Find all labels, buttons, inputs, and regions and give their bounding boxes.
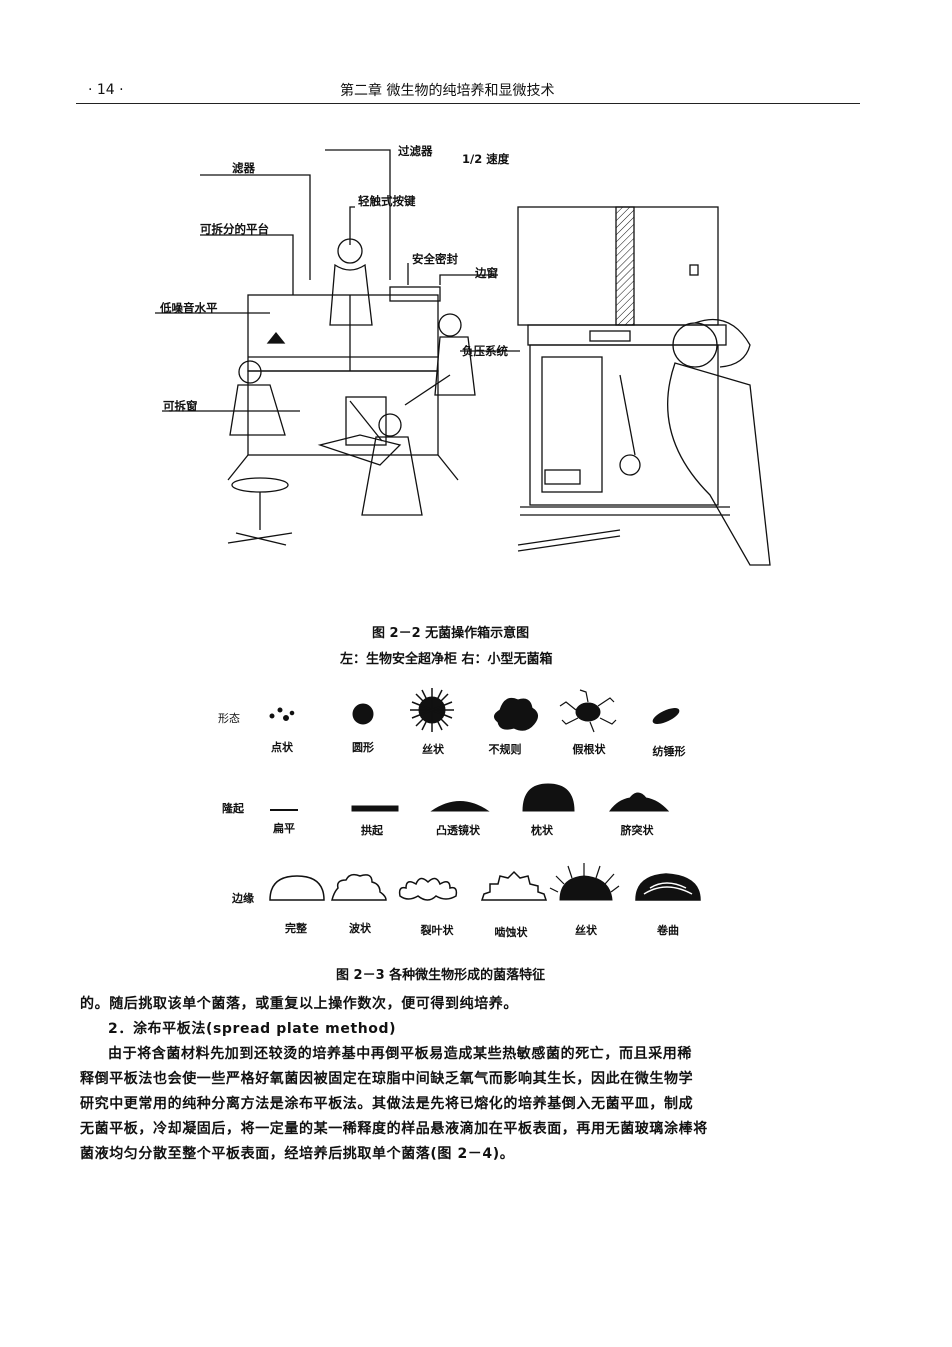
margin-lobate-icon	[398, 877, 458, 901]
row-label-form: 形态	[218, 712, 240, 725]
label-touch-button: 轻触式按键	[358, 194, 416, 208]
label-negative-pressure: 负压系统	[462, 344, 508, 358]
margin-label: 丝状	[575, 924, 597, 937]
paragraph-line: 菌液均匀分散至整个平板表面，经培养后挑取单个菌落(图 2－4)。	[80, 1146, 515, 1162]
paragraph-line: 释倒平板法也会使一些严格好氧菌因被固定在琼脂中间缺乏氧气而影响其生长，因此在微生…	[80, 1071, 694, 1087]
label-low-noise: 低噪音水平	[160, 301, 218, 315]
margin-curled-icon	[635, 873, 701, 901]
elevation-raised-icon	[351, 805, 399, 812]
chapter-title: 第二章 微生物的纯培养和显微技术	[340, 83, 555, 99]
body-line: 的。随后挑取该单个菌落，或重复以上操作数次，便可得到纯培养。	[80, 996, 518, 1012]
colony-punctiform-icon	[269, 707, 295, 721]
label-detachable-platform: 可拆分的平台	[200, 222, 269, 236]
page-number: · 14 ·	[88, 82, 124, 98]
form-label: 丝状	[422, 743, 444, 756]
figure-2-2-caption: 图 2－2 无菌操作箱示意图	[372, 626, 530, 641]
margin-label: 裂叶状	[420, 924, 454, 937]
colony-rhizoid-icon	[559, 689, 617, 733]
label-half-speed: 1/2 速度	[462, 152, 510, 166]
elevation-pulvinate-icon	[522, 783, 575, 812]
elevation-convex-icon	[430, 801, 490, 812]
margin-undulate-icon	[331, 873, 387, 901]
elevation-label: 拱起	[361, 824, 383, 837]
section-heading: 2．涂布平板法(spread plate method)	[108, 1021, 397, 1037]
margin-label: 波状	[349, 922, 371, 935]
figure-2-3-drawing	[269, 688, 701, 901]
elevation-label: 凸透镜状	[436, 824, 480, 837]
colony-circular-icon	[352, 703, 374, 725]
form-label: 点状	[271, 741, 293, 754]
margin-label: 啮蚀状	[494, 926, 528, 939]
paragraph-line: 研究中更常用的纯种分离方法是涂布平板法。其做法是先将已熔化的培养基倒入无菌平皿，…	[80, 1096, 694, 1112]
paragraph-line: 无菌平板，冷却凝固后，将一定量的某一稀释度的样品悬液滴加在平板表面，再用无菌玻璃…	[80, 1121, 708, 1137]
header-rule	[76, 103, 860, 104]
label-safety-seal: 安全密封	[412, 252, 458, 266]
elevation-label: 扁平	[273, 822, 295, 835]
margin-erose-icon	[480, 870, 548, 901]
form-label: 圆形	[352, 741, 374, 754]
margin-filiform-icon	[549, 863, 620, 901]
row-label-margin: 边缘	[232, 892, 254, 905]
margin-entire-icon	[269, 875, 325, 901]
form-label: 假根状	[572, 743, 606, 756]
label-side-window: 边窗	[475, 266, 498, 280]
body-text: 的。随后挑取该单个菌落，或重复以上操作数次，便可得到纯培养。 2．涂布平板法(s…	[80, 992, 870, 1167]
label-filter-top: 过滤器	[398, 144, 433, 158]
form-label: 不规则	[488, 743, 522, 756]
figure-2-2-illustration	[155, 149, 771, 566]
row-label-elevation: 隆起	[222, 802, 244, 815]
elevation-label: 脐突状	[620, 824, 654, 837]
paragraph-line: 由于将含菌材料先加到还较烫的培养基中再倒平板易造成某些热敏感菌的死亡，而且采用稀	[108, 1046, 692, 1062]
margin-label: 完整	[285, 922, 307, 935]
figure-2-3-caption: 图 2－3 各种微生物形成的菌落特征	[336, 968, 546, 983]
colony-fusiform-icon	[652, 708, 680, 724]
elevation-umbonate-icon	[609, 792, 670, 812]
figure-2-2-subcaption: 左：生物安全超净柜 右：小型无菌箱	[340, 652, 553, 667]
form-label: 纺锤形	[652, 745, 686, 758]
label-detachable-window: 可拆窗	[163, 399, 198, 413]
margin-label: 卷曲	[657, 924, 679, 937]
label-filter: 滤器	[232, 161, 255, 175]
colony-irregular-icon	[494, 697, 538, 731]
elevation-label: 枕状	[531, 824, 553, 837]
colony-filamentous-icon	[410, 688, 454, 732]
